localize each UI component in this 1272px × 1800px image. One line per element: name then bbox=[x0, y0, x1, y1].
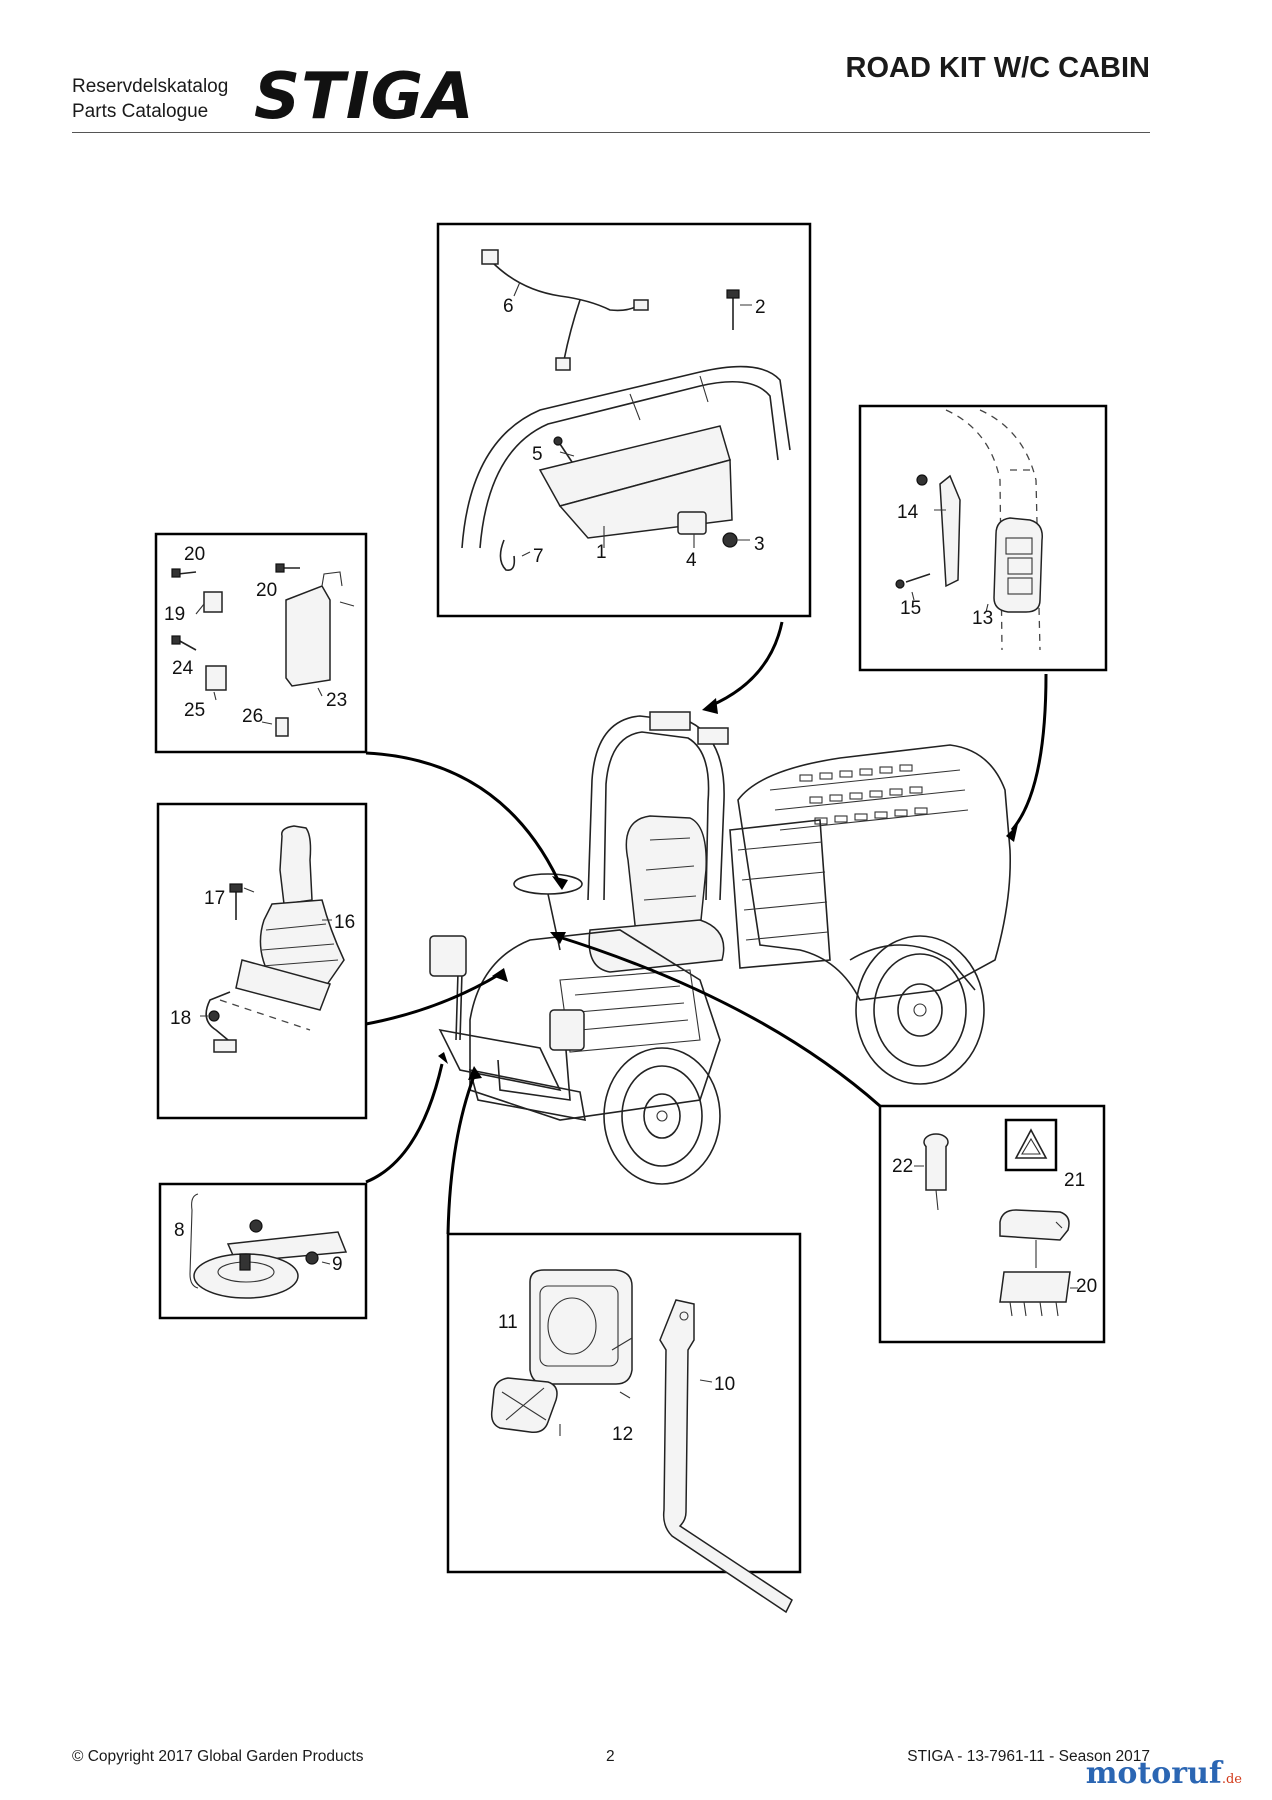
tractor-illustration bbox=[429, 711, 1012, 1185]
callout-23: 22 bbox=[892, 1156, 913, 1177]
callout-22: 21 bbox=[1064, 1170, 1085, 1191]
copyright: © Copyright 2017 Global Garden Products bbox=[72, 1748, 364, 1765]
watermark-tld: .de bbox=[1221, 1772, 1242, 1787]
watermark-name: motoruf bbox=[1085, 1756, 1222, 1791]
header-divider bbox=[72, 132, 1150, 133]
callout-12: 12 bbox=[612, 1424, 633, 1445]
callout-3: 3 bbox=[754, 534, 765, 555]
callout-20b: 20 bbox=[256, 580, 277, 601]
callout-15: 15 bbox=[900, 598, 921, 619]
page-number: 2 bbox=[606, 1748, 615, 1765]
callout-9: 9 bbox=[332, 1254, 343, 1275]
callout-26: 25 bbox=[184, 700, 205, 721]
logo-wordmark: STIGA bbox=[254, 64, 472, 126]
callout-25: 24 bbox=[172, 658, 194, 679]
catalog-reference: STIGA - 13-7961-11 - Season 2017 bbox=[907, 1748, 1150, 1765]
detail-box-relays: 20 19 20 24 25 26 23 bbox=[154, 532, 368, 754]
stiga-logo: STIGA bbox=[254, 64, 472, 126]
page-title: ROAD KIT W/C CABIN bbox=[845, 52, 1150, 84]
detail-box-joystick: 17 16 18 bbox=[156, 802, 368, 1120]
callout-5: 5 bbox=[532, 444, 543, 465]
callout-21: 20 bbox=[1076, 1276, 1097, 1297]
callout-14: 14 bbox=[897, 502, 919, 523]
detail-box-work-lights: 11 10 12 bbox=[446, 1232, 802, 1614]
leader-arrows bbox=[365, 621, 1048, 1235]
detail-box-hazard-switch: 22 21 20 bbox=[878, 1104, 1106, 1344]
callout-24: 23 bbox=[326, 690, 347, 711]
callout-13: 13 bbox=[972, 608, 993, 629]
callout-6: 6 bbox=[503, 296, 514, 317]
callout-16: 16 bbox=[334, 912, 355, 933]
catalog-label-swedish: Reservdelskatalog bbox=[72, 76, 229, 97]
callout-11: 11 bbox=[498, 1312, 518, 1333]
callout-27: 26 bbox=[242, 706, 263, 727]
callout-4: 4 bbox=[686, 550, 697, 571]
detail-box-horn: 8 9 bbox=[158, 1182, 368, 1320]
callout-20: 20 bbox=[184, 544, 205, 565]
callout-7: 7 bbox=[533, 546, 544, 567]
callout-18: 18 bbox=[170, 1008, 191, 1029]
callout-1: 1 bbox=[596, 542, 607, 563]
callout-2: 2 bbox=[755, 297, 766, 318]
detail-box-rear-light: 14 15 13 bbox=[858, 404, 1108, 672]
callout-17: 17 bbox=[204, 888, 225, 909]
watermark: motoruf.de bbox=[1086, 1756, 1242, 1791]
callout-8: 8 bbox=[174, 1220, 185, 1241]
catalog-label-english: Parts Catalogue bbox=[72, 101, 209, 122]
detail-box-wiring-bracket: 6 2 5 3 4 1 7 bbox=[436, 222, 812, 618]
callout-10: 10 bbox=[714, 1374, 735, 1395]
hazard-symbol bbox=[1004, 1118, 1058, 1172]
callout-19: 19 bbox=[164, 604, 185, 625]
catalog-label: Reservdelskatalog Parts Catalogue bbox=[72, 74, 228, 124]
